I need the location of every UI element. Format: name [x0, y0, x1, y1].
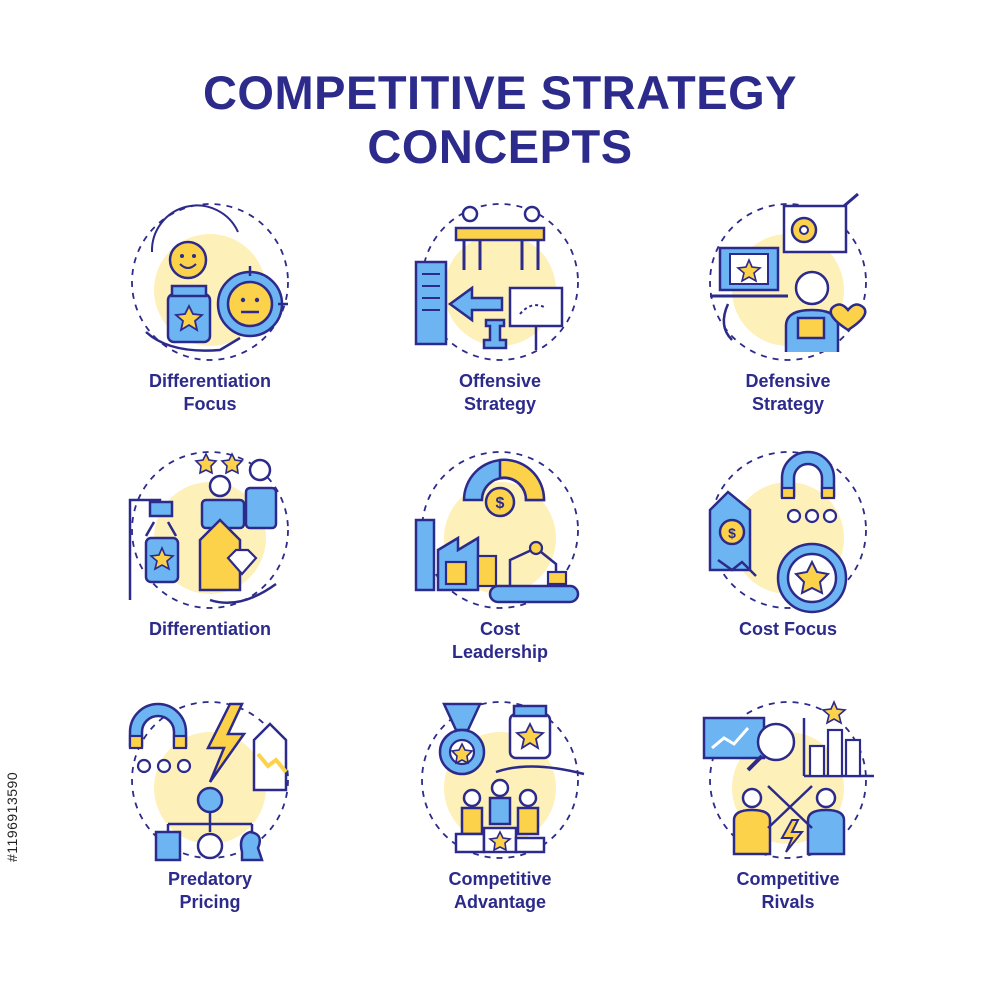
- concept-offensive-strategy: Offensive Strategy: [360, 192, 640, 442]
- concept-defensive-strategy: Defensive Strategy: [648, 192, 928, 442]
- concept-label: Predatory Pricing: [167, 869, 253, 912]
- target-product-icon: [131, 203, 289, 361]
- magnet-lightning-icon: [128, 701, 289, 862]
- concept-label: Offensive Strategy: [458, 371, 542, 414]
- chess-board-icon: [414, 203, 579, 361]
- concept-cost-focus: $ Cost Focus: [648, 440, 928, 690]
- medal-podium-icon: [421, 701, 585, 859]
- magnet-star-icon: $: [708, 450, 867, 614]
- svg-text:$: $: [496, 495, 505, 512]
- svg-text:$: $: [728, 525, 736, 541]
- rivals-chart-icon: [702, 699, 874, 859]
- concept-cost-leadership: $ Cost Leadership: [360, 440, 640, 690]
- concept-label: Defensive Strategy: [745, 371, 831, 414]
- concept-label: Competitive Advantage: [448, 869, 552, 912]
- diamond-tag-icon: [128, 451, 289, 609]
- concept-label: Differentiation Focus: [148, 371, 271, 414]
- factory-dollar-icon: $: [414, 451, 580, 609]
- page-title: COMPETITIVE STRATEGY CONCEPTS: [202, 66, 798, 173]
- concept-label: Cost Focus: [738, 619, 837, 639]
- concept-differentiation: Differentiation: [70, 440, 350, 690]
- concept-label: Differentiation: [148, 619, 271, 639]
- concept-label: Cost Leadership: [451, 619, 549, 662]
- concept-predatory-pricing: Predatory Pricing: [70, 690, 350, 940]
- concept-label: Competitive Rivals: [736, 869, 840, 912]
- shield-heart-icon: [709, 192, 867, 361]
- concept-competitive-advantage: Competitive Advantage: [360, 690, 640, 940]
- concept-differentiation-focus: Differentiation Focus: [70, 192, 350, 442]
- concept-competitive-rivals: Competitive Rivals: [648, 690, 928, 940]
- stock-id-watermark: #1196913590: [4, 771, 20, 862]
